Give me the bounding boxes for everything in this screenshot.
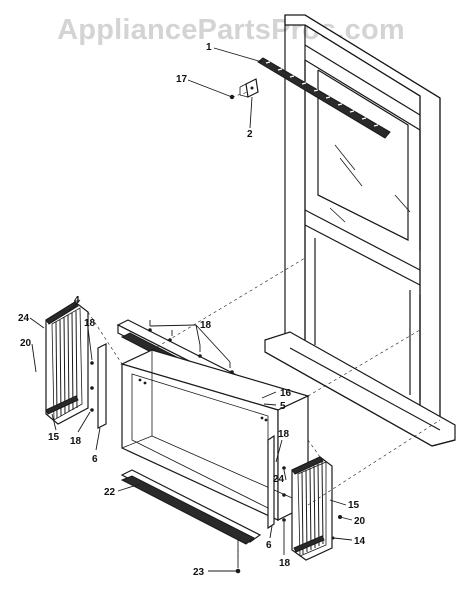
- callout-20-left: 20: [20, 338, 32, 349]
- right-curtain-part-15: [282, 456, 342, 561]
- callout-6-right: 6: [266, 540, 272, 551]
- callout-22: 22: [104, 487, 116, 498]
- bottom-channel-part-22: [120, 469, 262, 574]
- bracket-part-2: [229, 78, 259, 100]
- callout-23: 23: [193, 567, 205, 578]
- guide-lines: [87, 91, 441, 558]
- callout-18-right-top: 18: [278, 429, 290, 440]
- callout-2: 2: [247, 129, 253, 140]
- callout-16: 16: [280, 388, 292, 399]
- callout-24-right: 24: [273, 474, 285, 485]
- callout-labels: 1 17 2 4 24 18 20 15 18 6 18 16 5 18 22 …: [18, 42, 366, 578]
- callout-5: 5: [280, 401, 286, 412]
- left-strip-part-6: [90, 343, 107, 429]
- callout-18-left-bottom: 18: [70, 436, 82, 447]
- callout-6-left: 6: [92, 454, 98, 465]
- window-frame: [264, 14, 456, 447]
- leader-lines: [29, 47, 353, 572]
- callout-20-right: 20: [354, 516, 366, 527]
- callout-18-left-top: 18: [84, 318, 96, 329]
- callout-18-top: 18: [200, 320, 212, 331]
- callout-24-left: 24: [18, 313, 30, 324]
- callout-15-right: 15: [348, 500, 360, 511]
- callout-4: 4: [74, 295, 80, 306]
- left-curtain-part-4: [45, 301, 89, 425]
- top-rail-part-1: [257, 57, 391, 139]
- callout-1: 1: [206, 42, 212, 53]
- callout-14: 14: [354, 536, 366, 547]
- cabinet-sleeve: [120, 349, 310, 530]
- callout-15-left: 15: [48, 432, 60, 443]
- callout-17: 17: [176, 74, 188, 85]
- callout-18-right-bottom: 18: [279, 558, 291, 569]
